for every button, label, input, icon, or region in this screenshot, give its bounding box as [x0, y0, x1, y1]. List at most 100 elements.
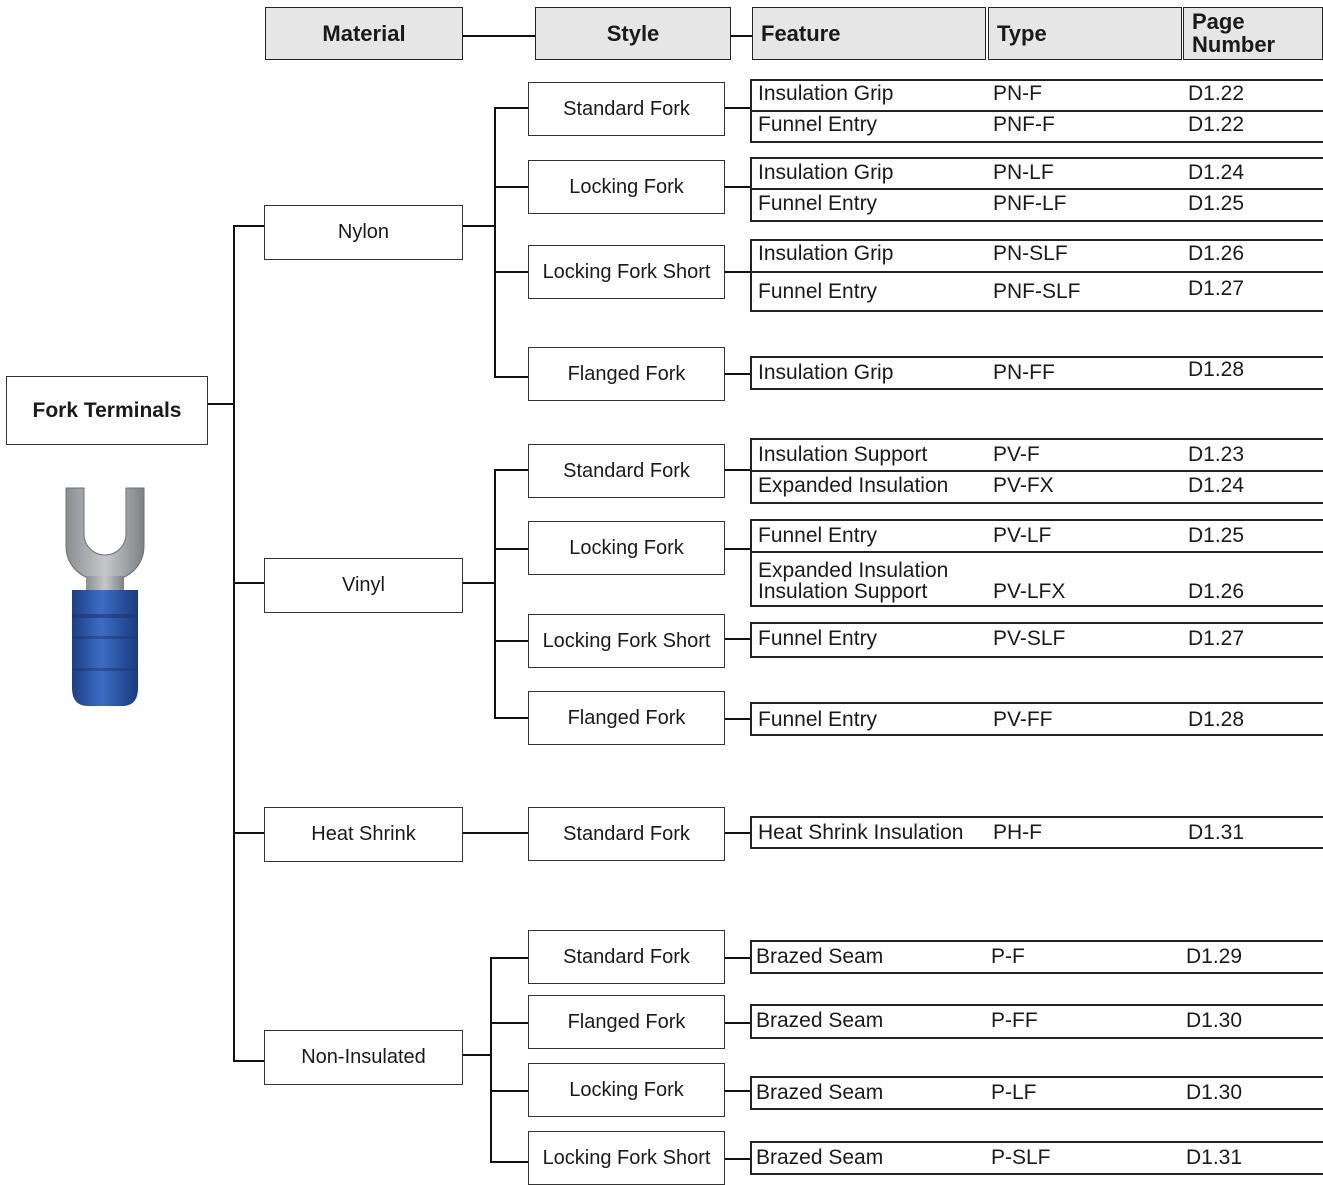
- style-box: Standard Fork: [528, 807, 725, 861]
- connector: [233, 582, 264, 584]
- feature-group: [750, 438, 1323, 504]
- connector: [494, 717, 528, 719]
- connector: [463, 225, 495, 227]
- feature-cell-line2: Insulation Support: [758, 580, 928, 603]
- style-box: Standard Fork: [528, 930, 725, 984]
- header-page-number: Page Number: [1183, 7, 1323, 60]
- type-cell: PV-LFX: [993, 580, 1066, 603]
- page-cell: D1.25: [1188, 524, 1245, 547]
- page-cell: D1.26: [1188, 580, 1245, 603]
- root-box: Fork Terminals: [6, 376, 208, 445]
- connector: [490, 1022, 528, 1024]
- connector: [208, 403, 234, 405]
- feature-cell: Funnel Entry: [758, 708, 878, 731]
- connector: [494, 271, 528, 273]
- type-cell: PN-F: [993, 82, 1042, 105]
- feature-cell: Insulation Grip: [758, 242, 894, 265]
- feature-cell: Funnel Entry: [758, 192, 878, 215]
- type-cell: P-LF: [991, 1081, 1037, 1104]
- style-box: Flanged Fork: [528, 691, 725, 745]
- type-cell: PN-SLF: [993, 242, 1068, 265]
- connector: [725, 832, 750, 834]
- feature-group: [750, 816, 1323, 849]
- connector: [725, 718, 750, 720]
- header-page-line1: Page: [1192, 8, 1245, 34]
- connector: [494, 107, 528, 109]
- material-box-nylon: Nylon: [264, 205, 463, 260]
- style-box: Locking Fork Short: [528, 1131, 725, 1185]
- feature-cell: Insulation Grip: [758, 361, 894, 384]
- header-connector: [731, 35, 752, 37]
- connector: [233, 832, 264, 834]
- connector: [494, 376, 528, 378]
- type-cell: P-F: [991, 945, 1025, 968]
- feature-cell: Funnel Entry: [758, 524, 878, 547]
- style-box: Flanged Fork: [528, 995, 725, 1049]
- style-box: Flanged Fork: [528, 347, 725, 401]
- connector: [494, 469, 496, 718]
- feature-group: [750, 239, 1323, 312]
- connector: [725, 638, 750, 640]
- feature-cell: Insulation Grip: [758, 161, 894, 184]
- row-divider: [752, 110, 1323, 112]
- feature-cell: Brazed Seam: [756, 1146, 884, 1169]
- feature-cell: Expanded Insulation: [758, 559, 949, 582]
- type-cell: P-FF: [991, 1009, 1038, 1032]
- connector: [725, 548, 750, 550]
- fork-terminal-icon: [65, 487, 145, 706]
- connector: [725, 957, 750, 959]
- page-cell: D1.27: [1188, 627, 1245, 650]
- connector: [725, 271, 750, 273]
- connector: [725, 107, 750, 109]
- type-cell: PNF-F: [993, 113, 1055, 136]
- connector: [725, 1158, 750, 1160]
- connector: [463, 1054, 491, 1056]
- connector: [490, 1161, 528, 1163]
- row-divider: [752, 188, 1323, 190]
- type-cell: PNF-LF: [993, 192, 1067, 215]
- page-cell: D1.31: [1186, 1146, 1243, 1169]
- row-divider: [752, 551, 1323, 553]
- page-cell: D1.24: [1188, 161, 1245, 184]
- feature-group: [750, 1004, 1323, 1039]
- feature-cell: Funnel Entry: [758, 113, 878, 136]
- type-cell: PV-SLF: [993, 627, 1066, 650]
- feature-group: [750, 519, 1323, 607]
- page-cell: D1.28: [1188, 708, 1245, 731]
- style-box: Locking Fork Short: [528, 614, 725, 668]
- page-cell: D1.24: [1188, 474, 1245, 497]
- feature-group: [750, 702, 1323, 736]
- feature-cell: Expanded Insulation: [758, 474, 949, 497]
- type-cell: P-SLF: [991, 1146, 1051, 1169]
- connector: [463, 832, 528, 834]
- page-cell: D1.28: [1188, 358, 1245, 381]
- connector: [494, 640, 528, 642]
- connector: [490, 957, 528, 959]
- page-cell: D1.22: [1188, 113, 1245, 136]
- feature-group: [750, 79, 1323, 143]
- row-divider: [752, 271, 1323, 273]
- material-box-non-insulated: Non-Insulated: [264, 1030, 463, 1085]
- connector: [494, 469, 528, 471]
- page-cell: D1.30: [1186, 1081, 1243, 1104]
- feature-cell: Insulation Grip: [758, 82, 894, 105]
- type-cell: PV-FX: [993, 474, 1054, 497]
- feature-group: [750, 622, 1323, 658]
- type-cell: PH-F: [993, 821, 1042, 844]
- page-cell: D1.30: [1186, 1009, 1243, 1032]
- style-box: Locking Fork: [528, 1063, 725, 1117]
- style-box: Locking Fork Short: [528, 245, 725, 299]
- feature-group: [750, 1076, 1323, 1110]
- page-cell: D1.31: [1188, 821, 1245, 844]
- type-cell: PN-LF: [993, 161, 1054, 184]
- header-feature: Feature: [752, 7, 986, 60]
- connector: [725, 186, 750, 188]
- type-cell: PV-LF: [993, 524, 1052, 547]
- connector: [233, 1060, 264, 1062]
- feature-cell: Heat Shrink Insulation: [758, 821, 964, 844]
- connector: [233, 225, 264, 227]
- page-cell: D1.26: [1188, 242, 1245, 265]
- feature-group: [750, 356, 1323, 390]
- page-cell: D1.23: [1188, 443, 1245, 466]
- style-box: Locking Fork: [528, 521, 725, 575]
